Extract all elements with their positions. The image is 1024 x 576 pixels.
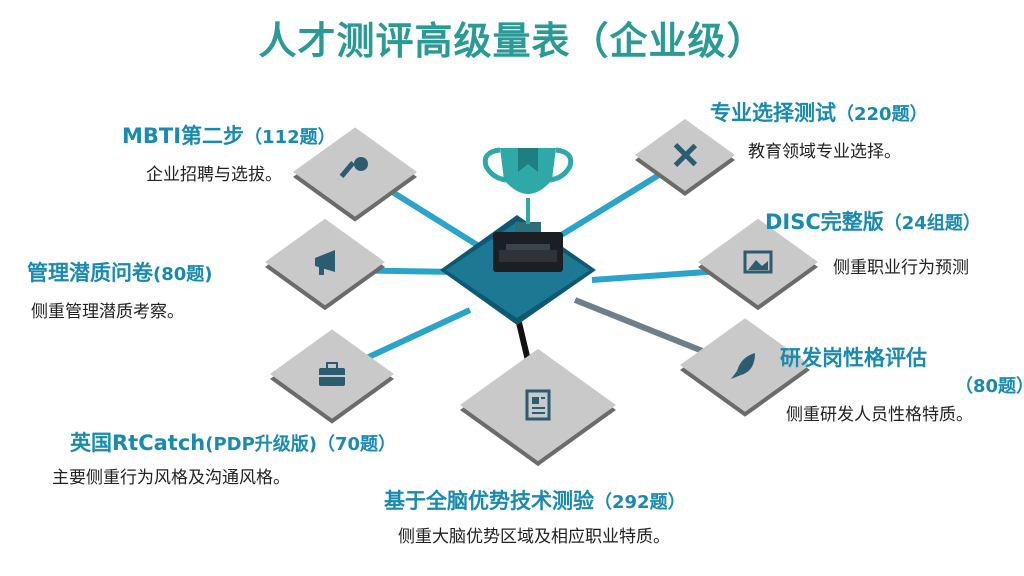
- key-icon: [339, 157, 368, 178]
- brain-desc: 侧重大脑优势区域及相应职业特质。: [398, 527, 670, 547]
- disc-heading: DISC完整版（24组题）: [765, 210, 981, 234]
- rtcatch-heading: 英国RtCatch(PDP升级版)（70题）: [70, 431, 397, 455]
- mbti-desc: 企业招聘与选拔。: [146, 165, 282, 185]
- rd-heading: 研发岗性格评估: [780, 346, 927, 370]
- tile-rd: [680, 318, 810, 417]
- mgmt-desc: 侧重管理潜质考察。: [31, 302, 184, 322]
- mbti-heading: MBTI第二步（112题）: [122, 124, 336, 148]
- tile-mbti: [293, 127, 417, 222]
- tile-major: [635, 119, 735, 196]
- document-icon: [525, 389, 551, 421]
- mgmt-heading: 管理潜质问卷(80题): [27, 261, 213, 285]
- megaphone-icon: [315, 250, 335, 275]
- rtcatch-desc: 主要侧重行为风格及沟通风格。: [52, 468, 290, 488]
- rocket-icon: [731, 353, 755, 379]
- tile-rtcatch: [270, 329, 394, 424]
- page-title: 人才测评高级量表（企业级）: [258, 19, 766, 63]
- rd-desc: 侧重研发人员性格特质。: [786, 405, 973, 425]
- briefcase-icon: [319, 362, 345, 386]
- major-desc: 教育领域专业选择。: [748, 142, 901, 162]
- trophy-icon: [482, 147, 574, 272]
- connector-rd: [573, 297, 722, 361]
- rd-count: （80题）: [955, 376, 1024, 397]
- brain-heading: 基于全脑优势技术测验（292题）: [384, 489, 686, 513]
- tile-disc: [698, 218, 818, 311]
- tools-icon: [673, 142, 698, 168]
- major-heading: 专业选择测试（220题）: [710, 101, 928, 125]
- tile-mgmt: [265, 218, 385, 311]
- picture-icon: [743, 250, 773, 274]
- disc-desc: 侧重职业行为预测: [833, 258, 969, 278]
- tile-brain: [460, 348, 616, 467]
